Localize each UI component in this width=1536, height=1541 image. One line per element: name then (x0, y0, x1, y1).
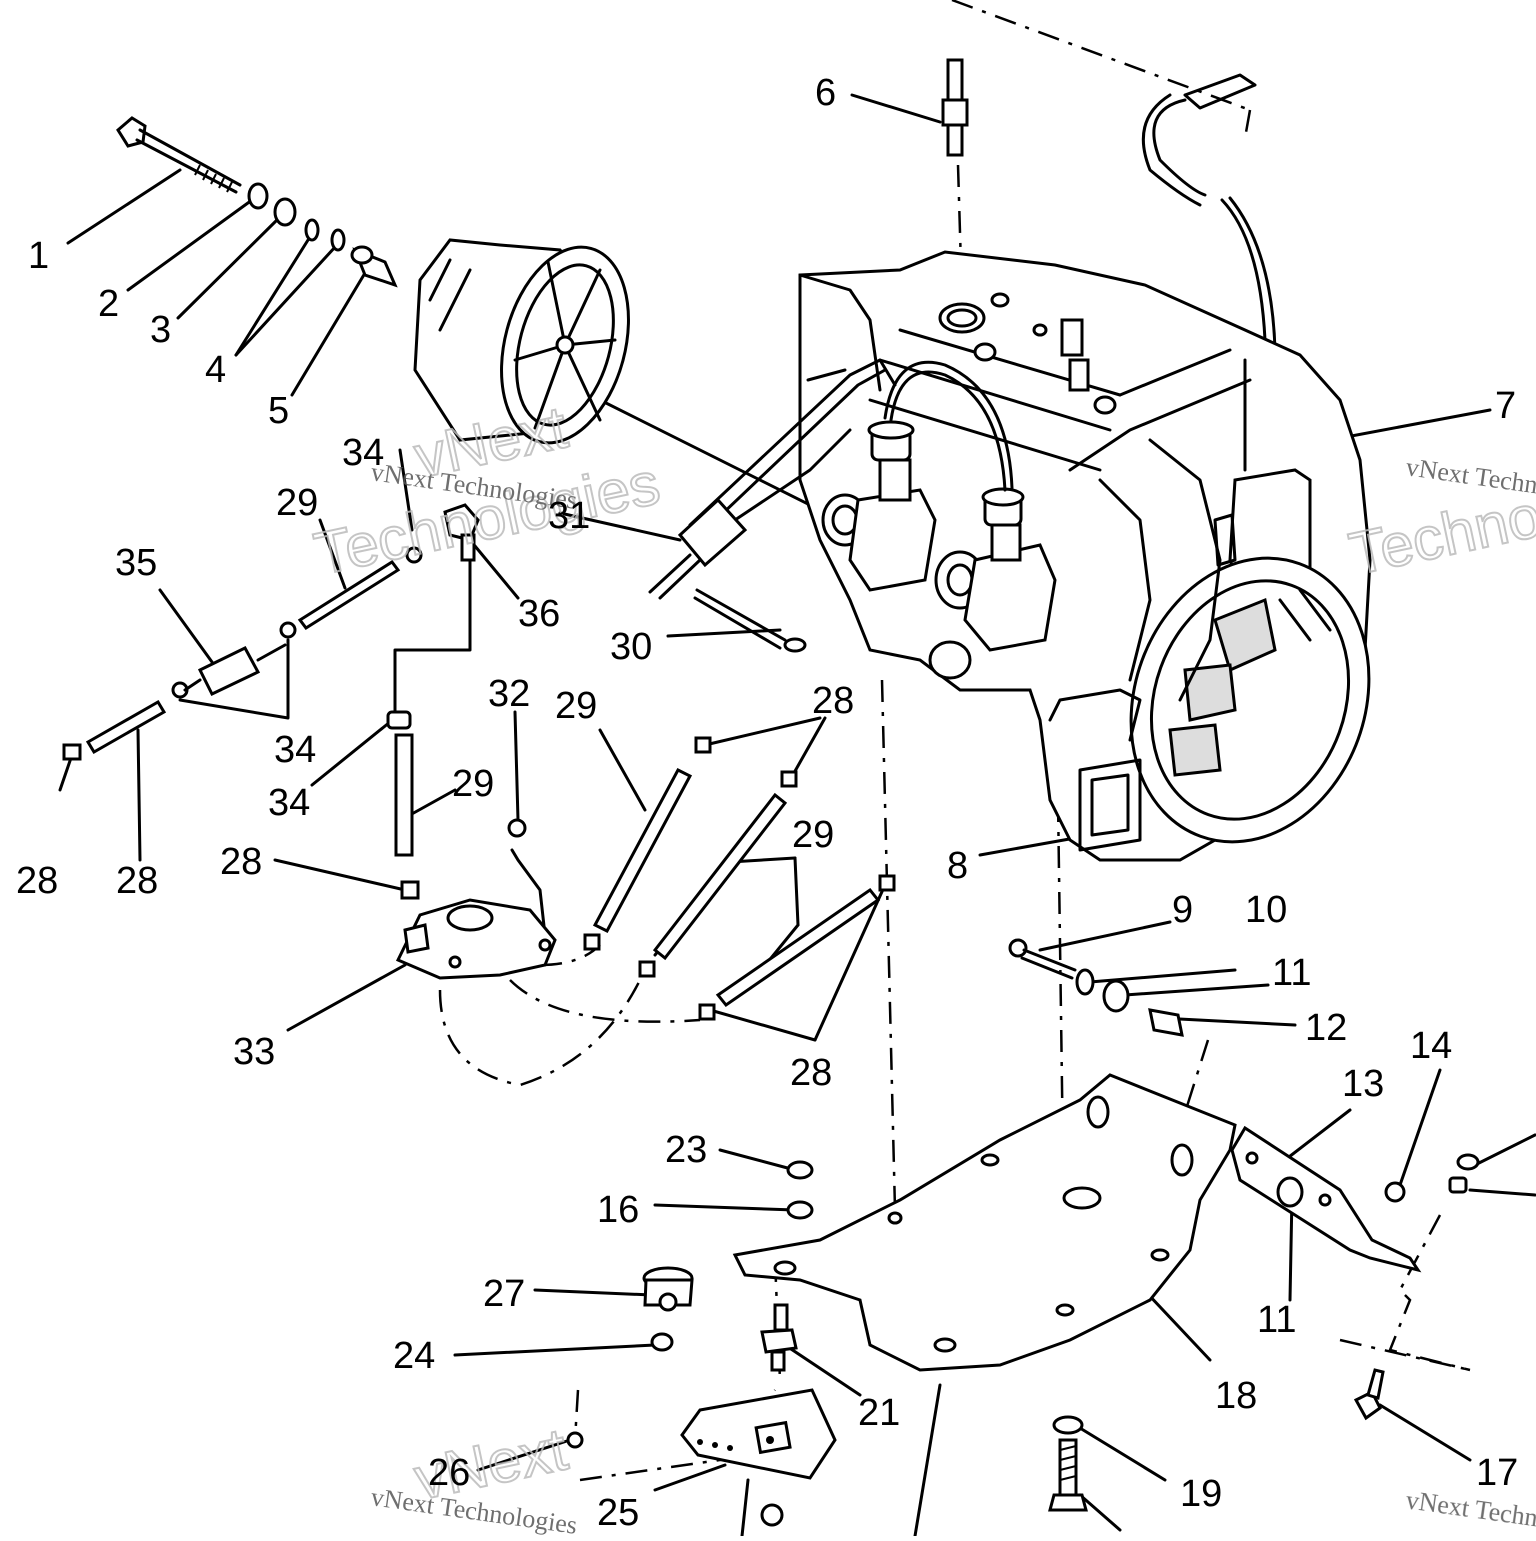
callout-23: 23 (665, 1129, 707, 1171)
callout-36: 36 (518, 593, 560, 635)
part-25-bracket (680, 1388, 837, 1480)
part-7-engine (688, 250, 1372, 862)
part-35-fuel-filter (183, 643, 287, 696)
callout-labels: 1 2 3 4 5 6 7 8 9 10 11 11 12 13 14 16 1… (16, 72, 1518, 1534)
callout-9: 9 (1172, 889, 1193, 931)
part-33-fuel-pump (395, 898, 557, 980)
callout-1: 1 (28, 235, 49, 277)
callout-6: 6 (815, 72, 836, 114)
part-17-bolt (1353, 1368, 1385, 1421)
part-31-cable-junction (648, 497, 748, 600)
part-25-nut (760, 1503, 784, 1527)
part-29-hose-a (297, 559, 401, 631)
callout-25: 25 (597, 1492, 639, 1534)
part-34-clamp-b (279, 621, 297, 639)
part-3-bushing (273, 197, 297, 227)
callout-2: 2 (98, 283, 119, 325)
callout-16: 16 (597, 1189, 639, 1231)
callout-35: 35 (115, 542, 157, 584)
callout-29: 29 (276, 482, 318, 524)
callout-14: 14 (1410, 1025, 1452, 1067)
part-6-spark-plug (941, 58, 969, 157)
callout-29: 29 (452, 763, 494, 805)
part-11-grommet-a (1102, 979, 1130, 1013)
callout-34: 34 (342, 432, 384, 474)
part-28-fitting-e (878, 874, 896, 892)
callout-11: 11 (1272, 952, 1311, 994)
callout-13: 13 (1342, 1063, 1384, 1105)
part-28-fitting-a (62, 743, 82, 761)
callout-21: 21 (858, 1392, 900, 1434)
callout-24: 24 (393, 1335, 435, 1377)
part-1-bolt (116, 116, 242, 194)
part-edge-fitting-b (1448, 1176, 1468, 1194)
callout-11: 11 (1257, 1299, 1296, 1341)
part-29-hose-b (85, 699, 167, 755)
part-29-hose-e (652, 792, 788, 961)
callout-4: 4 (205, 349, 226, 391)
part-11-grommet-b (1276, 1176, 1304, 1208)
callout-8: 8 (947, 845, 968, 887)
callout-34: 34 (274, 729, 316, 771)
callout-33: 33 (233, 1031, 275, 1073)
part-19-bolt (1048, 1415, 1088, 1512)
part-28-fitting-g (583, 933, 601, 951)
part-29-hose-f (715, 887, 881, 1008)
spark-plug-wire (1141, 73, 1280, 492)
callout-31: 31 (548, 495, 590, 537)
part-27-rubber-mount (642, 1266, 694, 1312)
callout-19: 19 (1180, 1473, 1222, 1515)
callout-28: 28 (16, 860, 58, 902)
part-29-hose-d (592, 768, 693, 933)
part-14-nut (1384, 1181, 1406, 1203)
part-32-fitting (507, 818, 527, 838)
callout-29: 28 (116, 860, 158, 902)
part-30-strap (693, 588, 807, 653)
part-9-bolt (1008, 938, 1077, 980)
part-36-fitting (443, 503, 480, 562)
part-4-o-ring-a (304, 218, 320, 242)
part-28-fitting-b (400, 880, 420, 900)
part-12-sleeve (1148, 1008, 1184, 1037)
part-29-hose-c (394, 733, 414, 857)
part-28-fitting-d (780, 770, 798, 788)
part-18-motor-plate (732, 1073, 1237, 1372)
callout-3: 3 (150, 309, 171, 351)
part-16-washer (786, 1200, 814, 1220)
callout-32: 32 (488, 673, 530, 715)
part-34-clamp-a (405, 546, 423, 564)
part-13-bracket (1230, 1125, 1422, 1273)
part-2-washer (247, 182, 269, 210)
part-24-washer (650, 1332, 674, 1352)
callout-29: 29 (792, 814, 834, 856)
part-28-fitting-c (694, 736, 712, 754)
callout-5: 5 (268, 390, 289, 432)
part-10-washer (1075, 968, 1095, 996)
callout-18: 18 (1215, 1375, 1257, 1417)
callout-28: 28 (812, 680, 854, 722)
part-23-washer (786, 1160, 814, 1180)
callout-34: 34 (268, 782, 310, 824)
callout-29: 29 (555, 685, 597, 727)
part-28-fitting-h (638, 960, 656, 978)
part-5-spacer (350, 245, 398, 288)
part-34-clamp-d (386, 710, 412, 730)
callout-12: 12 (1305, 1007, 1347, 1049)
callout-17: 17 (1476, 1452, 1518, 1494)
part-28-fitting-f (698, 1003, 716, 1021)
callout-30: 30 (610, 626, 652, 668)
callout-27: 27 (483, 1273, 525, 1315)
callout-7: 7 (1495, 385, 1516, 427)
carburetors (821, 360, 1057, 652)
callout-10: 10 (1245, 889, 1287, 931)
part-4-o-ring-b (330, 228, 346, 252)
part-26-bolt (566, 1431, 584, 1449)
drive-clutch (413, 238, 630, 445)
callout-28: 28 (220, 841, 262, 883)
callout-26: 26 (428, 1452, 470, 1494)
part-21-stud (760, 1303, 798, 1372)
part-edge-washer-a (1456, 1153, 1480, 1171)
callout-28: 28 (790, 1052, 832, 1094)
